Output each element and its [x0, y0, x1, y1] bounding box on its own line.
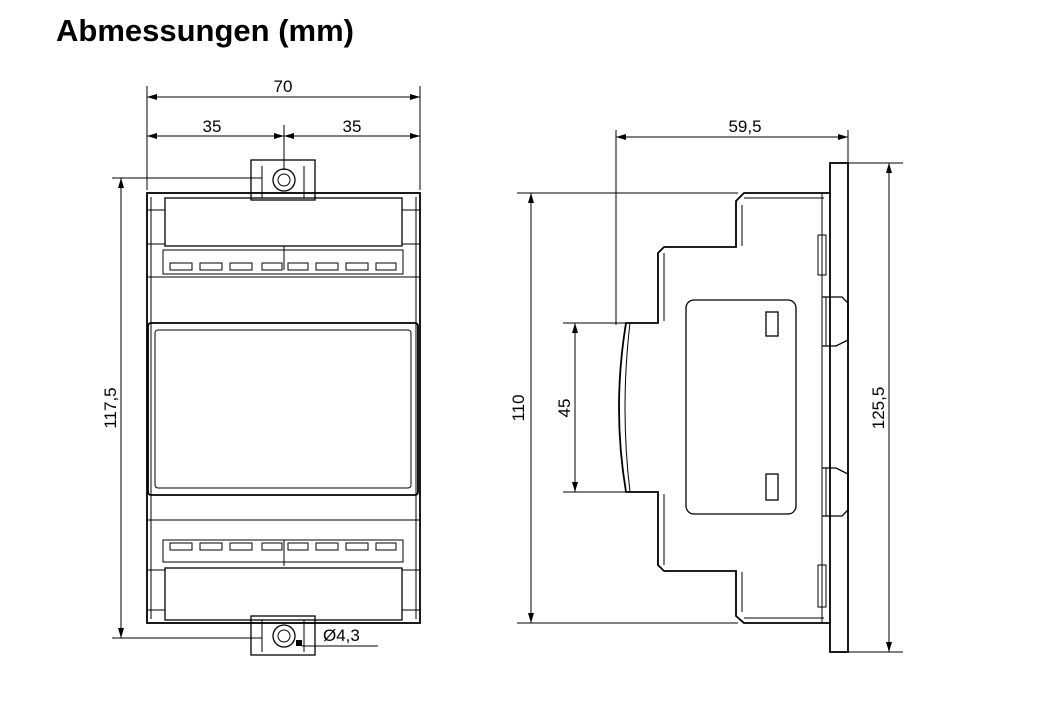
- dim-label-side-window: 45: [555, 399, 574, 418]
- dim-side-depth: 59,5: [616, 117, 848, 140]
- page-title: Abmessungen (mm): [56, 13, 354, 48]
- dim-front-halves: 35 35: [147, 117, 420, 139]
- bottom-terminal-block: [147, 519, 420, 621]
- dim-front-width: 70: [147, 77, 420, 100]
- din-rail-clip: [817, 162, 849, 653]
- front-window: [147, 322, 419, 496]
- dim-label-front-height: 117,5: [101, 387, 120, 428]
- dim-label-side-depth: 59,5: [728, 117, 761, 136]
- dim-label-front-half-left: 35: [203, 117, 222, 136]
- dim-label-side-height: 110: [509, 394, 528, 421]
- dim-side-height: 110: [509, 193, 534, 623]
- dim-label-side-total-height: 125,5: [869, 387, 888, 430]
- top-mounting-tab: [250, 159, 316, 201]
- side-label-panel: [685, 299, 797, 515]
- front-view: 70 35 35 117,5: [101, 77, 421, 656]
- top-terminal-block: [147, 197, 420, 278]
- bottom-mounting-tab: Ø4,3: [250, 615, 378, 656]
- side-window-lens: [624, 322, 631, 493]
- dim-label-hole-diameter: Ø4,3: [323, 626, 360, 645]
- dim-side-total-height: 125,5: [869, 163, 892, 652]
- dim-front-height: 117,5: [101, 178, 124, 638]
- side-housing-profile: [618, 192, 830, 624]
- dim-side-window: 45: [555, 323, 578, 492]
- side-view: 59,5 110 45 125,5: [509, 117, 903, 653]
- dim-label-front-half-right: 35: [343, 117, 362, 136]
- front-housing-outline: [146, 192, 421, 624]
- dim-label-front-width: 70: [274, 77, 293, 96]
